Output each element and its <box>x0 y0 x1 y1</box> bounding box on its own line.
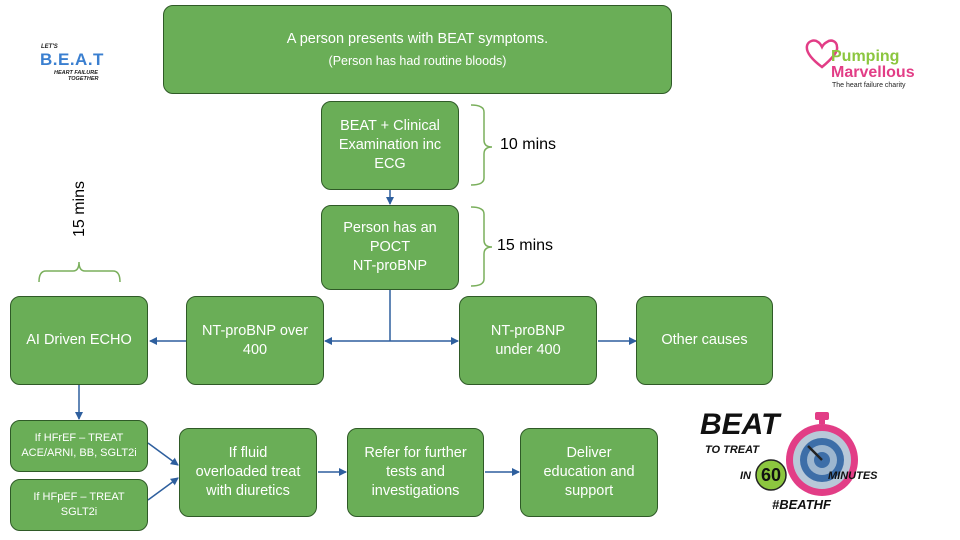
poct-line2: POCT <box>369 239 411 256</box>
beat-text: BEAT <box>700 408 780 441</box>
in-text: IN <box>740 470 751 482</box>
pumping-marvellous-logo: Pumping Marvellous The heart failure cha… <box>804 38 934 94</box>
hfpef-line1: If HFpEF – TREAT <box>33 491 125 504</box>
stopwatch-icon <box>755 412 858 496</box>
under400-line2: under 400 <box>495 341 561 358</box>
brace-exam <box>470 104 493 186</box>
educate-box: Deliver education and support <box>520 428 658 517</box>
over400-line1: NT-proBNP over <box>201 322 309 339</box>
over400-box: NT-proBNP over 400 <box>186 296 324 385</box>
hfref-box: If HFrEF – TREAT ACE/ARNI, BB, SGLT2i <box>10 420 148 472</box>
hfref-line2: ACE/ARNI, BB, SGLT2i <box>21 447 137 459</box>
to-treat-text: TO TREAT <box>705 444 759 456</box>
timing-poct: 15 mins <box>497 237 554 254</box>
fluid-box: If fluid overloaded treat with diuretics <box>179 428 317 517</box>
echo-label: AI Driven ECHO <box>26 332 132 349</box>
other-causes-box: Other causes <box>636 296 773 385</box>
echo-box: AI Driven ECHO <box>10 296 148 385</box>
start-subtitle: (Person has had routine bloods) <box>328 53 507 68</box>
beat-to-treat-logo: BEAT TO TREAT IN 60 MINUTES #BEATHF <box>698 408 888 518</box>
fluid-line3: with diuretics <box>206 482 290 499</box>
brace-echo <box>38 261 121 283</box>
exam-line2: Examination inc <box>338 137 442 154</box>
start-box: A person presents with BEAT symptoms. (P… <box>163 5 672 94</box>
hashtag-text: #BEATHF <box>772 497 831 512</box>
lets-beat-line1: LET'S <box>41 44 58 50</box>
refer-line3: investigations <box>371 482 460 499</box>
marvellous-text: Marvellous <box>831 64 915 81</box>
refer-line1: Refer for further <box>364 445 467 462</box>
lets-beat-logo: LET'S B.E.A.T HEART FAILURE TOGETHER <box>40 44 120 86</box>
arrow-hfpef-to-fluid <box>147 477 179 501</box>
start-title: A person presents with BEAT symptoms. <box>286 30 549 47</box>
exam-box: BEAT + Clinical Examination inc ECG <box>321 101 459 190</box>
sixty-text: 60 <box>760 465 782 485</box>
over400-line2: 400 <box>242 341 268 358</box>
lets-beat-line3: HEART FAILURE <box>54 70 98 76</box>
pumping-tagline: The heart failure charity <box>832 82 906 89</box>
refer-box: Refer for further tests and investigatio… <box>347 428 484 517</box>
refer-line2: tests and <box>386 464 445 481</box>
heart-icon <box>805 39 839 69</box>
educate-line1: Deliver <box>566 445 612 462</box>
educate-line2: education and <box>543 464 635 481</box>
timing-exam: 10 mins <box>500 136 557 153</box>
exam-line1: BEAT + Clinical <box>340 118 440 135</box>
poct-box: Person has an POCT NT-proBNP <box>321 205 459 290</box>
lets-beat-line4: TOGETHER <box>68 76 99 82</box>
other-causes-label: Other causes <box>661 332 748 349</box>
poct-line3: NT-proBNP <box>352 257 428 274</box>
arrow-hfref-to-fluid <box>147 442 179 466</box>
pumping-text: Pumping <box>831 48 900 65</box>
hfref-line1: If HFrEF – TREAT <box>34 432 124 445</box>
minutes-text: MINUTES <box>828 470 878 482</box>
poct-line1: Person has an <box>343 220 437 237</box>
brace-poct <box>470 206 493 287</box>
fluid-line1: If fluid <box>228 445 268 462</box>
under400-box: NT-proBNP under 400 <box>459 296 597 385</box>
hfpef-line2: SGLT2i <box>60 506 98 518</box>
fluid-line2: overloaded treat <box>195 464 301 481</box>
under400-line1: NT-proBNP <box>490 322 566 339</box>
exam-line3: ECG <box>374 155 406 172</box>
hfpef-box: If HFpEF – TREAT SGLT2i <box>10 479 148 531</box>
educate-line3: support <box>564 482 614 499</box>
lets-beat-line2: B.E.A.T <box>40 50 104 69</box>
timing-echo: 15 mins <box>71 180 88 238</box>
